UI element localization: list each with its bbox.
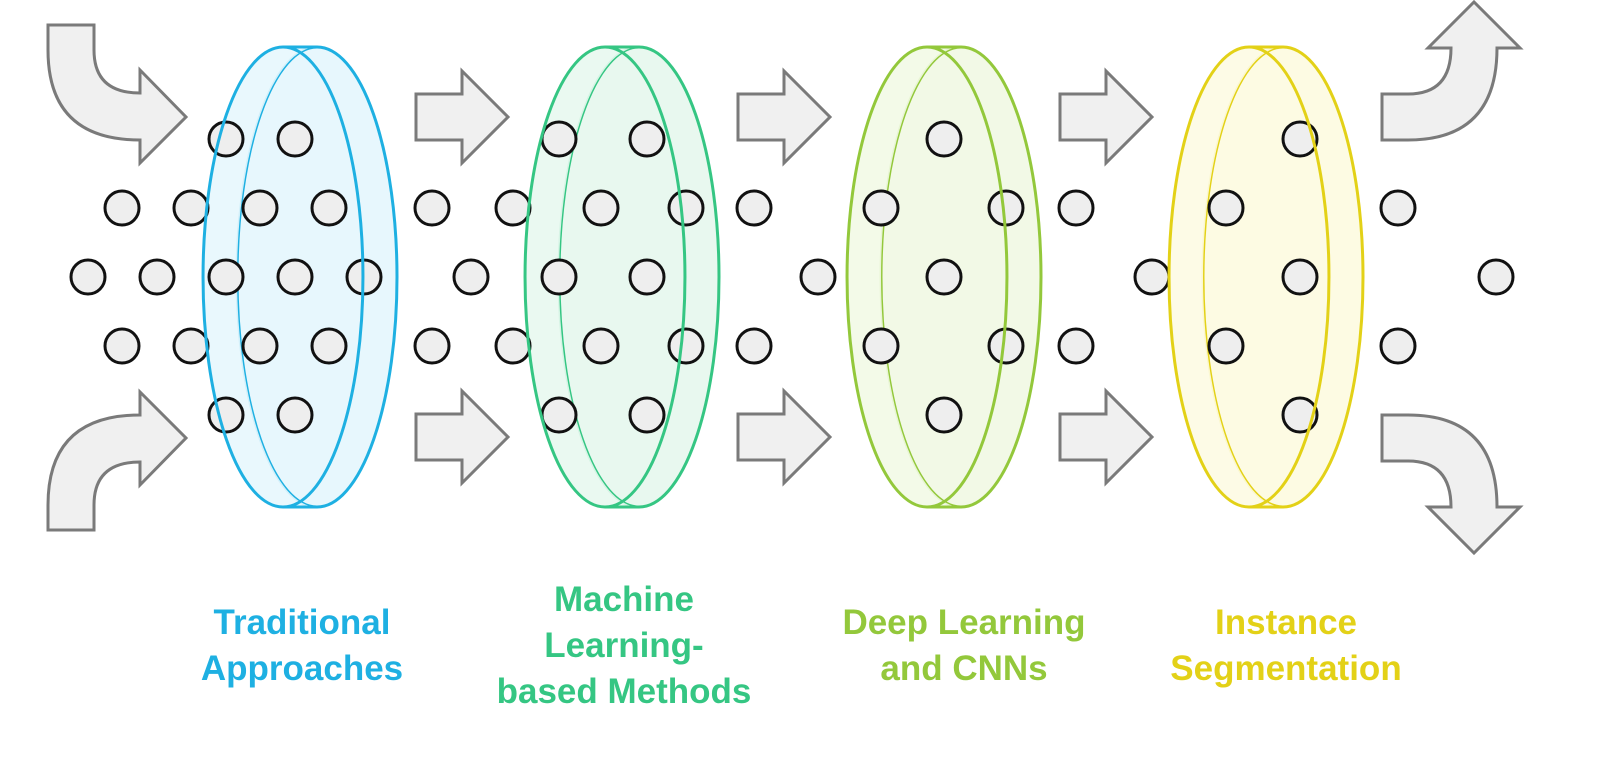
arrow-right-icon — [736, 387, 833, 487]
dot — [276, 120, 314, 158]
ring-front-left-traditional-approaches — [201, 45, 284, 509]
stage-label-instance-segmentation: Instance Segmentation — [1136, 600, 1436, 692]
dot — [1477, 258, 1515, 296]
arrow-right-icon — [1058, 387, 1155, 487]
dot — [103, 189, 141, 227]
arrows-layer — [46, 0, 1524, 556]
curved-arrow-in-bottom-icon — [46, 388, 189, 532]
dot — [862, 327, 900, 365]
dot — [799, 258, 837, 296]
arrow-right-icon — [1058, 67, 1155, 167]
dot — [1379, 189, 1417, 227]
dot — [667, 189, 705, 227]
ring-front-inner-traditional-approaches — [282, 45, 365, 509]
stage-label-line: Traditional — [213, 603, 391, 642]
stage-label-machine-learning-methods: Machine Learning- based Methods — [474, 577, 774, 715]
stage-label-line: Machine — [553, 580, 695, 619]
dot — [862, 189, 900, 227]
dot — [138, 258, 176, 296]
dot — [207, 258, 245, 296]
dot — [1281, 396, 1319, 434]
curved-arrow-in-top-icon — [46, 23, 189, 167]
dot — [413, 327, 451, 365]
dot — [310, 189, 348, 227]
dot — [925, 258, 963, 296]
dot — [667, 327, 705, 365]
stage-label-line: Instance — [1215, 603, 1357, 642]
curved-arrow-out-bottom-icon — [1380, 413, 1524, 556]
dot — [540, 258, 578, 296]
dot — [735, 189, 773, 227]
stage-label-line: based Methods — [496, 672, 752, 711]
dot — [1057, 189, 1095, 227]
arrow-right-icon — [414, 387, 511, 487]
dot — [69, 258, 107, 296]
curved-arrow-out-top-icon — [1380, 0, 1524, 142]
stage-label-line: Learning- — [544, 626, 704, 665]
ring-front-left-deep-learning-cnns — [845, 45, 928, 509]
dot — [1057, 327, 1095, 365]
dot — [207, 120, 245, 158]
arrow-right-icon — [414, 67, 511, 167]
ring-band-traditional-approaches — [203, 47, 317, 507]
ring-front-inner-deep-learning-cnns — [926, 45, 1009, 509]
dot — [540, 396, 578, 434]
dot — [1281, 120, 1319, 158]
dot — [1281, 258, 1319, 296]
dot — [1207, 189, 1245, 227]
dot — [735, 327, 773, 365]
dot — [628, 120, 666, 158]
dot — [1379, 327, 1417, 365]
dot — [310, 327, 348, 365]
dot — [241, 327, 279, 365]
rings-front-layer — [201, 45, 1331, 509]
dot — [276, 258, 314, 296]
dot — [1207, 327, 1245, 365]
ring-front-left-machine-learning-methods — [523, 45, 606, 509]
dot — [987, 189, 1025, 227]
ring-band-machine-learning-methods — [525, 47, 639, 507]
ring-front-inner-instance-segmentation — [1248, 45, 1331, 509]
dot — [1133, 258, 1171, 296]
stage-label-line: and CNNs — [880, 649, 1048, 688]
dot — [987, 327, 1025, 365]
dot — [582, 189, 620, 227]
dots-layer — [69, 120, 1515, 434]
ring-front-inner-machine-learning-methods — [604, 45, 687, 509]
stage-label-deep-learning-cnns: Deep Learning and CNNs — [814, 600, 1114, 692]
dot — [172, 189, 210, 227]
dot — [494, 327, 532, 365]
dot — [540, 120, 578, 158]
dot — [582, 327, 620, 365]
dot — [628, 258, 666, 296]
dot — [925, 120, 963, 158]
ring-front-left-instance-segmentation — [1167, 45, 1250, 509]
ring-band-instance-segmentation — [1169, 47, 1283, 507]
dot — [628, 396, 666, 434]
dot — [241, 189, 279, 227]
stage-label-line: Approaches — [200, 649, 404, 688]
dot — [925, 396, 963, 434]
arrow-right-icon — [736, 67, 833, 167]
dot — [207, 396, 245, 434]
dot — [172, 327, 210, 365]
dot — [103, 327, 141, 365]
dot — [452, 258, 490, 296]
dot — [413, 189, 451, 227]
dot — [494, 189, 532, 227]
stage-label-traditional-approaches: Traditional Approaches — [152, 600, 452, 692]
dot — [276, 396, 314, 434]
stage-label-line: Deep Learning — [842, 603, 1086, 642]
ring-band-deep-learning-cnns — [847, 47, 961, 507]
stage-label-line: Segmentation — [1170, 649, 1402, 688]
